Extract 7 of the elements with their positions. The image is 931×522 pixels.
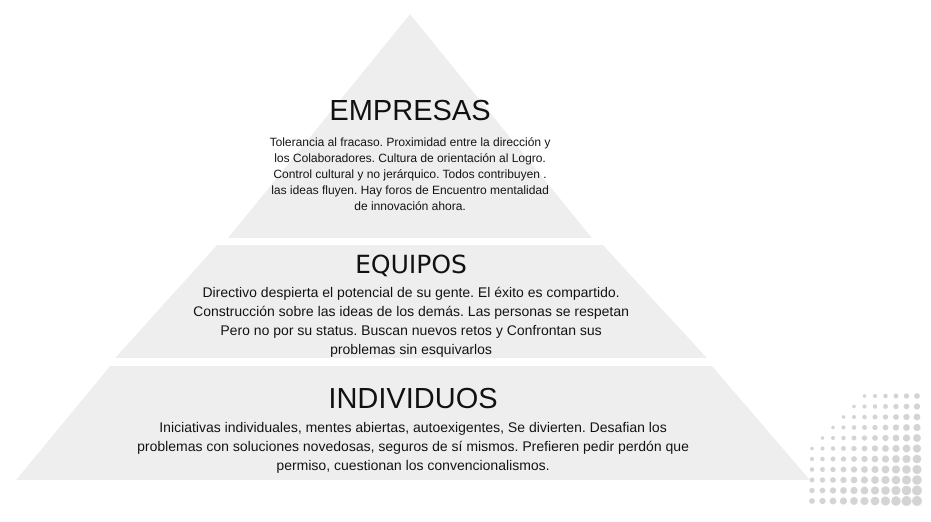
tier-description: Tolerancia al fracaso. Proximidad entre la dirección y los Colaboradores. Cultura de orientación al Logro. Control cultural y no jerárquico. Todos contribuyen . las ideas fluyen. Hay foros de Encuentro mentalidad de innovación ahora.	[268, 134, 552, 214]
pyramid-tier	[16, 366, 810, 480]
tier-heading: INDIVIDUOS	[328, 384, 498, 416]
tier-description: Directivo despierta el potencial de su gente. El éxito es compartido. Construcción sobre las ideas de los demás. Las personas se respetan Pero no por su status. Buscan nuevos retos y Confrontan sus problemas sin esquivarlos	[192, 282, 630, 358]
tier-heading: EQUIPOS	[355, 251, 467, 278]
tier-description: Iniciativas individuales, mentes abiertas, autoexigentes, Se divierten. Desafian los problemas con soluciones novedosas, seguros de sí mismos. Prefieren pedir perdón que permiso, cuestionan los convencionalismos.	[136, 418, 690, 475]
tier-heading: EMPRESAS	[329, 96, 491, 128]
